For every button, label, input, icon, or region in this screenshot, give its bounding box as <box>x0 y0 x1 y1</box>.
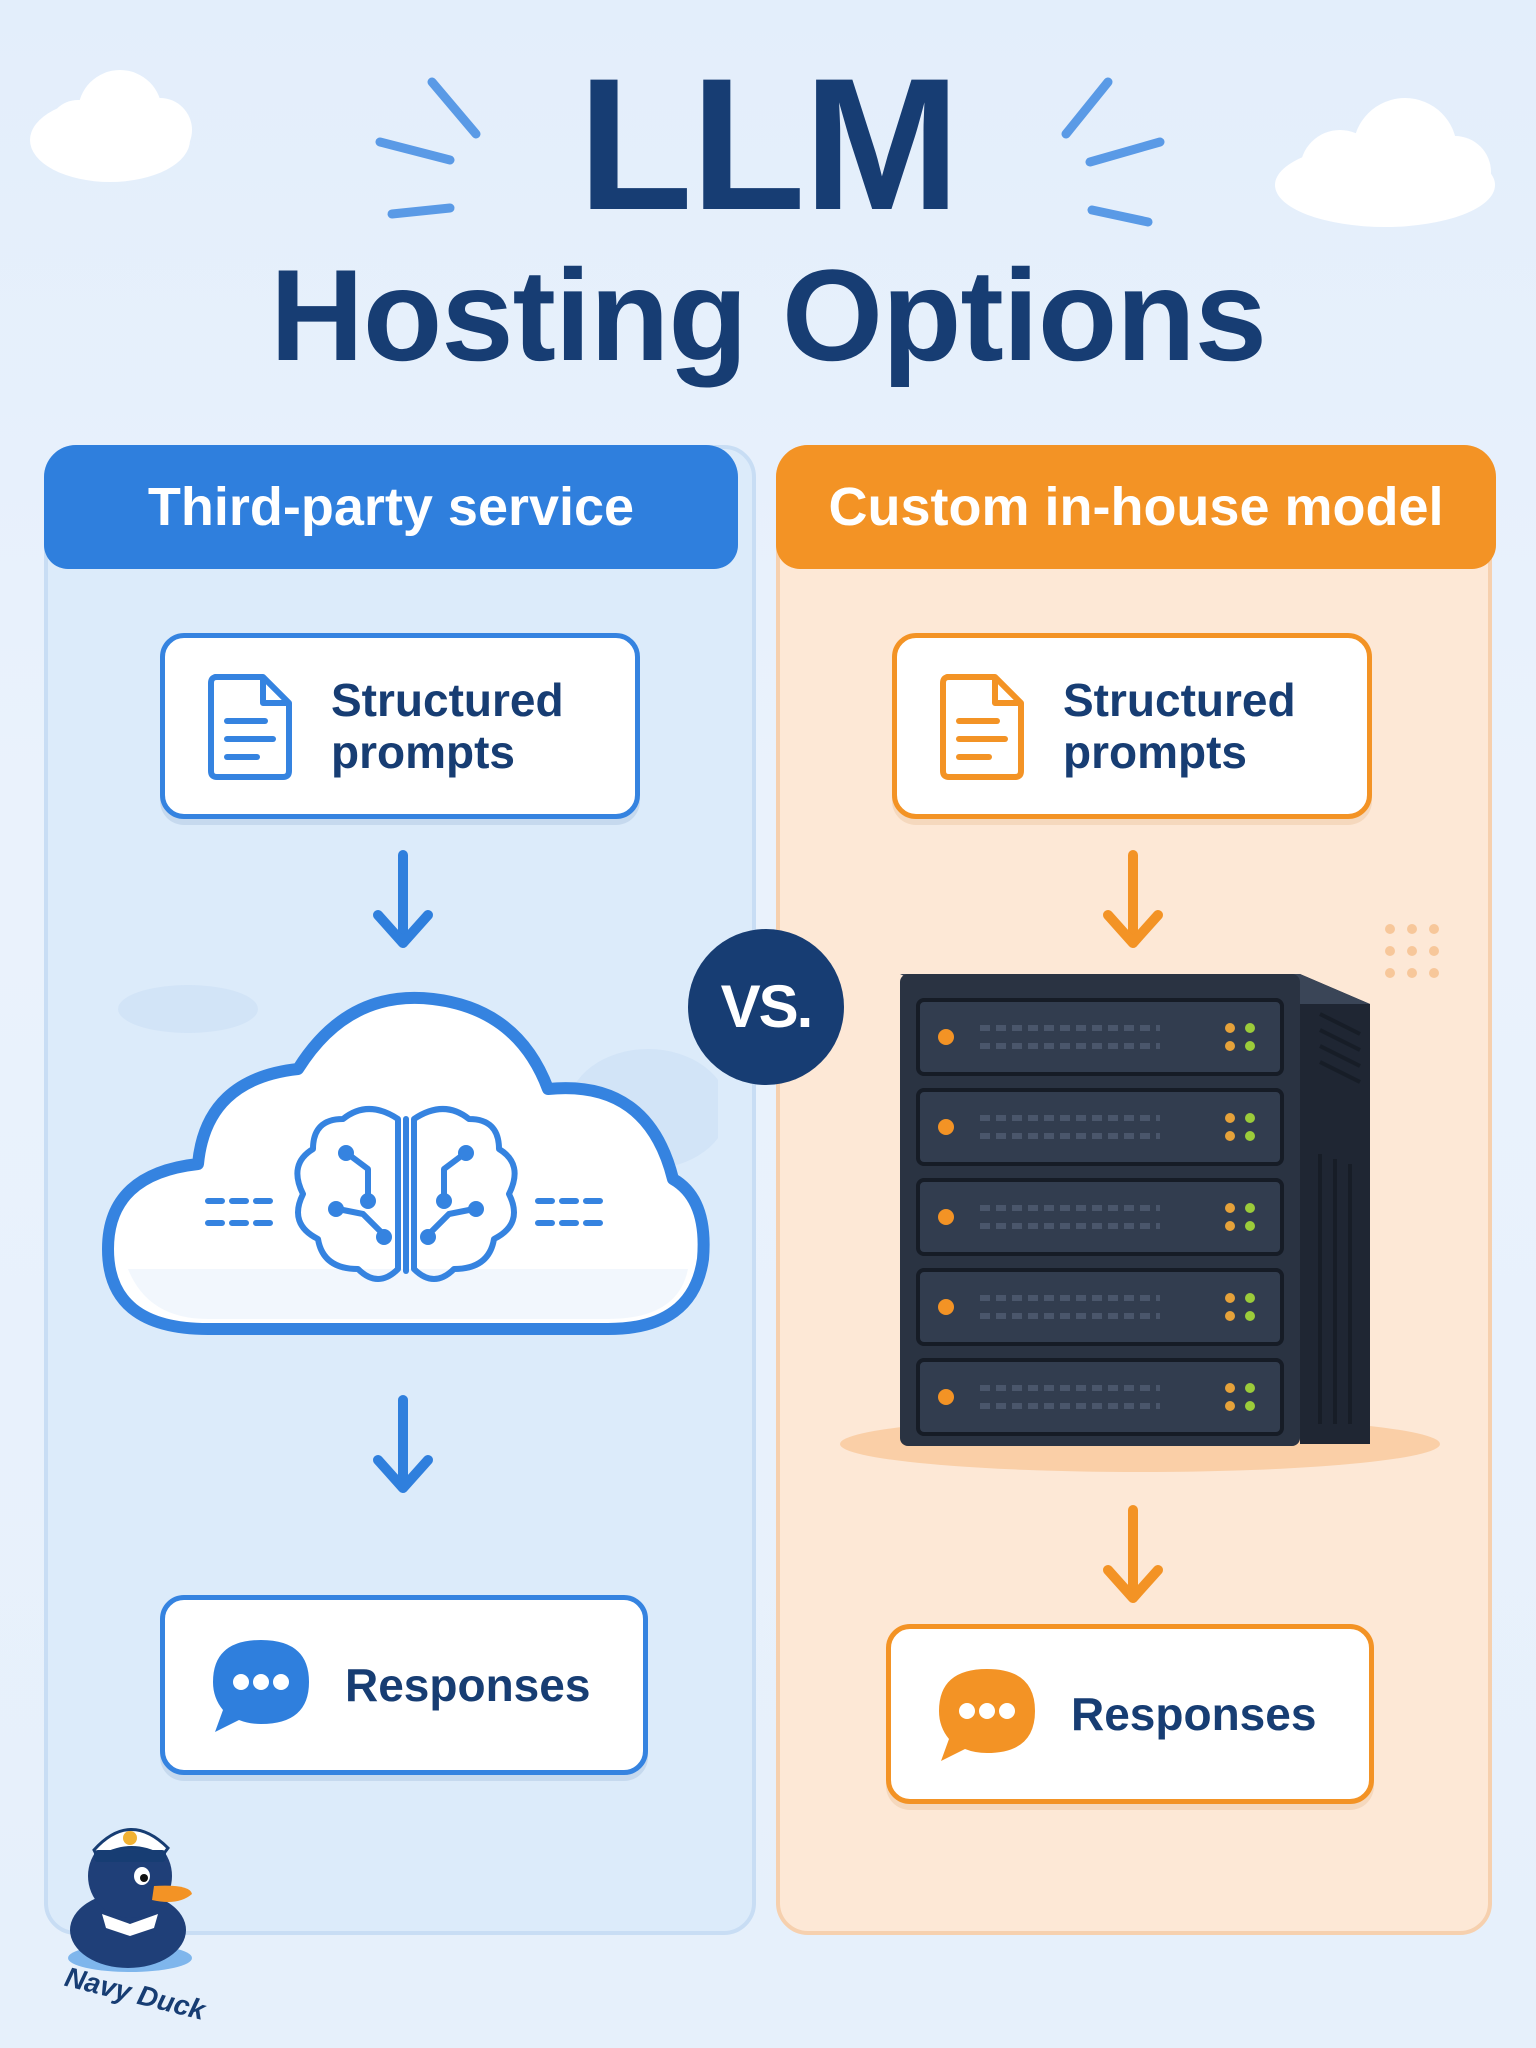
third-party-panel: Third-party service Structured prompts <box>44 445 756 1935</box>
arrow-down-icon <box>373 850 433 948</box>
in-house-panel: Custom in-house model Structured prompts <box>776 445 1496 1935</box>
responses-card: Responses <box>886 1624 1374 1804</box>
chat-bubble-icon <box>939 1669 1035 1761</box>
dot-grid-decoration <box>1385 924 1439 978</box>
cloud-brain-icon <box>102 985 718 1335</box>
card-label-line1: Structured <box>331 674 564 726</box>
card-label-line2: prompts <box>1063 726 1247 778</box>
document-icon <box>208 674 292 780</box>
structured-prompts-card: Structured prompts <box>892 633 1372 819</box>
responses-label: Responses <box>345 1659 591 1711</box>
vs-badge: VS. <box>688 929 844 1085</box>
in-house-header: Custom in-house model <box>776 445 1496 569</box>
arrow-down-icon <box>1103 1505 1163 1603</box>
arrow-down-icon <box>1103 850 1163 948</box>
page-title-sub: Hosting Options <box>270 242 1267 388</box>
duck-mascot-icon <box>68 1828 192 1972</box>
cloud-decoration-icon <box>30 70 192 182</box>
arrow-down-icon <box>373 1395 433 1493</box>
responses-card: Responses <box>160 1595 648 1775</box>
structured-prompts-card: Structured prompts <box>160 633 640 819</box>
sparkle-lines-icon <box>375 77 1165 227</box>
third-party-header: Third-party service <box>44 445 738 569</box>
responses-label: Responses <box>1071 1688 1317 1740</box>
server-rack-icon <box>840 974 1440 1472</box>
chat-bubble-icon <box>213 1640 309 1732</box>
page-title-main: LLM <box>577 39 960 249</box>
cloud-decoration-icon <box>1275 98 1495 227</box>
card-label-line2: prompts <box>331 726 515 778</box>
document-icon <box>940 674 1024 780</box>
card-label-line1: Structured <box>1063 674 1296 726</box>
